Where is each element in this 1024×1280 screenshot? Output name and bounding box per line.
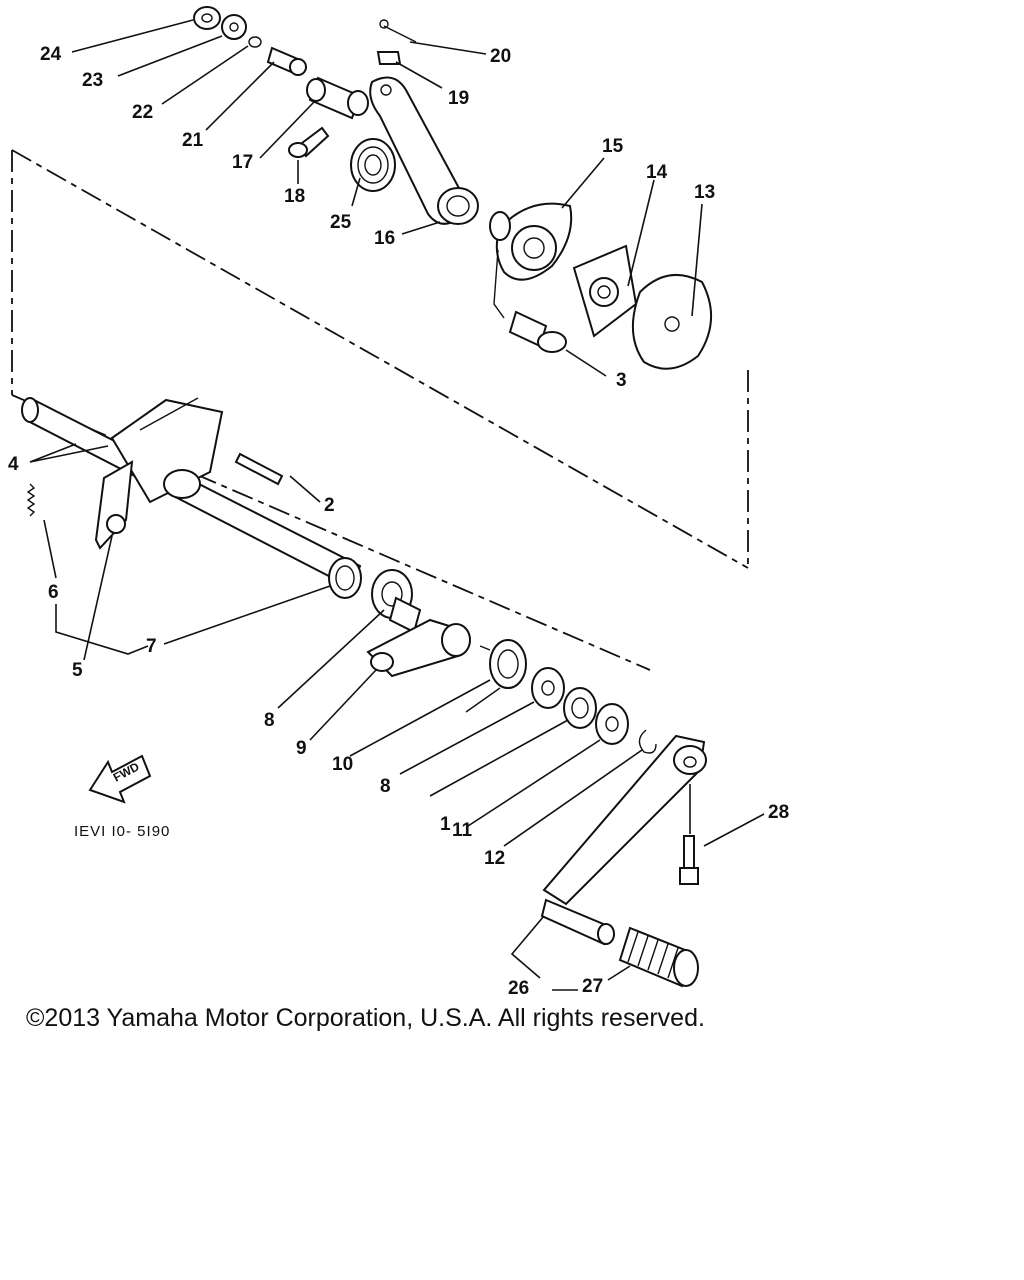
callout-4: 4 xyxy=(8,454,19,475)
leader-lines xyxy=(29,19,765,991)
lever-5 xyxy=(94,460,134,550)
callout-8a: 8 xyxy=(264,710,275,731)
assembly-reference-lines xyxy=(11,149,749,671)
spring-6 xyxy=(26,483,36,517)
bolt-28 xyxy=(679,835,699,885)
callout-13: 13 xyxy=(694,182,715,203)
callout-16: 16 xyxy=(374,228,395,249)
callout-8b: 8 xyxy=(380,776,391,797)
callout-7: 7 xyxy=(146,636,157,657)
washer-8 xyxy=(531,667,565,709)
callout-20: 20 xyxy=(490,46,511,67)
exploded-parts-diagram: FWD 1 2 xyxy=(8,6,789,999)
callout-6: 6 xyxy=(48,582,59,603)
callout-1: 1 xyxy=(440,814,451,835)
o-ring-22 xyxy=(248,36,262,48)
callout-2: 2 xyxy=(324,495,335,516)
bolt-21 xyxy=(266,46,307,76)
callout-25: 25 xyxy=(330,212,352,233)
pin-20 xyxy=(379,19,417,43)
pin-2 xyxy=(234,452,284,486)
callout-11: 11 xyxy=(452,820,473,841)
callout-10: 10 xyxy=(332,754,353,775)
callout-28: 28 xyxy=(768,802,789,823)
bolt-3 xyxy=(508,310,567,353)
return-spring-10 xyxy=(465,639,527,713)
callout-24: 24 xyxy=(40,44,62,65)
callout-9: 9 xyxy=(296,738,307,759)
foot-rubber-27 xyxy=(618,926,699,988)
callout-5: 5 xyxy=(72,660,83,681)
washer-23 xyxy=(221,14,247,40)
circlip-12 xyxy=(638,729,657,754)
callout-23: 23 xyxy=(82,70,103,91)
shift-lever-9 xyxy=(366,618,471,678)
cam-plate-13 xyxy=(631,274,712,370)
washer-11 xyxy=(595,703,629,745)
shift-fork-assembly-4 xyxy=(110,397,224,504)
segment-plate-14 xyxy=(572,244,638,338)
shift-arm-16 xyxy=(369,76,479,225)
pin-18 xyxy=(288,126,330,158)
callout-27: 27 xyxy=(582,976,603,997)
callout-14: 14 xyxy=(646,162,668,183)
callout-26: 26 xyxy=(508,978,529,999)
drawing-code: IEVI I0- 5I90 xyxy=(74,823,170,840)
callout-3: 3 xyxy=(616,370,627,391)
forward-arrow-icon: FWD xyxy=(88,754,152,804)
callout-15: 15 xyxy=(602,136,624,157)
callout-21: 21 xyxy=(182,130,204,151)
callout-19: 19 xyxy=(448,88,469,109)
callout-labels: 1 2 3 4 5 6 7 8 9 10 8 11 12 13 14 15 16… xyxy=(8,44,789,999)
nut-24 xyxy=(193,6,221,30)
copyright-notice: ©2013 Yamaha Motor Corporation, U.S.A. A… xyxy=(26,1004,705,1032)
joint-17 xyxy=(306,76,369,120)
spring-25 xyxy=(350,138,396,192)
seal-1 xyxy=(563,687,597,729)
callout-22: 22 xyxy=(132,102,153,123)
stopper-plate-15 xyxy=(489,202,573,319)
callout-12: 12 xyxy=(484,848,505,869)
callout-17: 17 xyxy=(232,152,253,173)
shift-pedal-26 xyxy=(540,734,707,946)
callout-18: 18 xyxy=(284,186,305,207)
